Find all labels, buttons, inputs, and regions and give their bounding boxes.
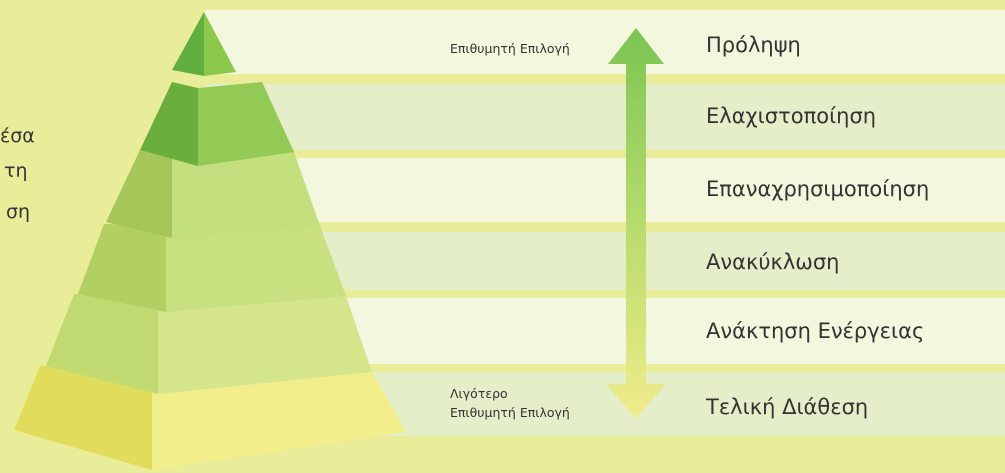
- bottom-note-line-1: Λιγότερο: [450, 386, 508, 401]
- tier-label-3: Επαναχρησιμοποίηση: [706, 177, 930, 201]
- side-text-line-3: ση: [6, 201, 31, 223]
- pyramid-tier-2: [140, 82, 294, 166]
- tier-label-6: Τελική Διάθεση: [706, 395, 869, 419]
- pyramid-tier-1: [172, 12, 236, 76]
- side-text-line-2: τη: [4, 160, 28, 182]
- bottom-note-line-2: Επιθυμητή Επιλογή: [450, 405, 570, 420]
- preference-arrow: [606, 28, 666, 418]
- tier-band-1: [205, 10, 1005, 74]
- tier-label-5: Ανάκτηση Ενέργειας: [706, 319, 925, 343]
- tier-band-3: [205, 158, 1005, 222]
- tier-band-2: [205, 84, 1005, 150]
- side-text-line-1: έσα: [0, 125, 35, 147]
- top-note: Επιθυμητή Επιλογή: [450, 41, 570, 56]
- tier-label-2: Ελαχιστοποίηση: [706, 104, 877, 128]
- tier-label-1: Πρόληψη: [706, 33, 801, 57]
- tier-label-4: Ανακύκλωση: [706, 250, 840, 274]
